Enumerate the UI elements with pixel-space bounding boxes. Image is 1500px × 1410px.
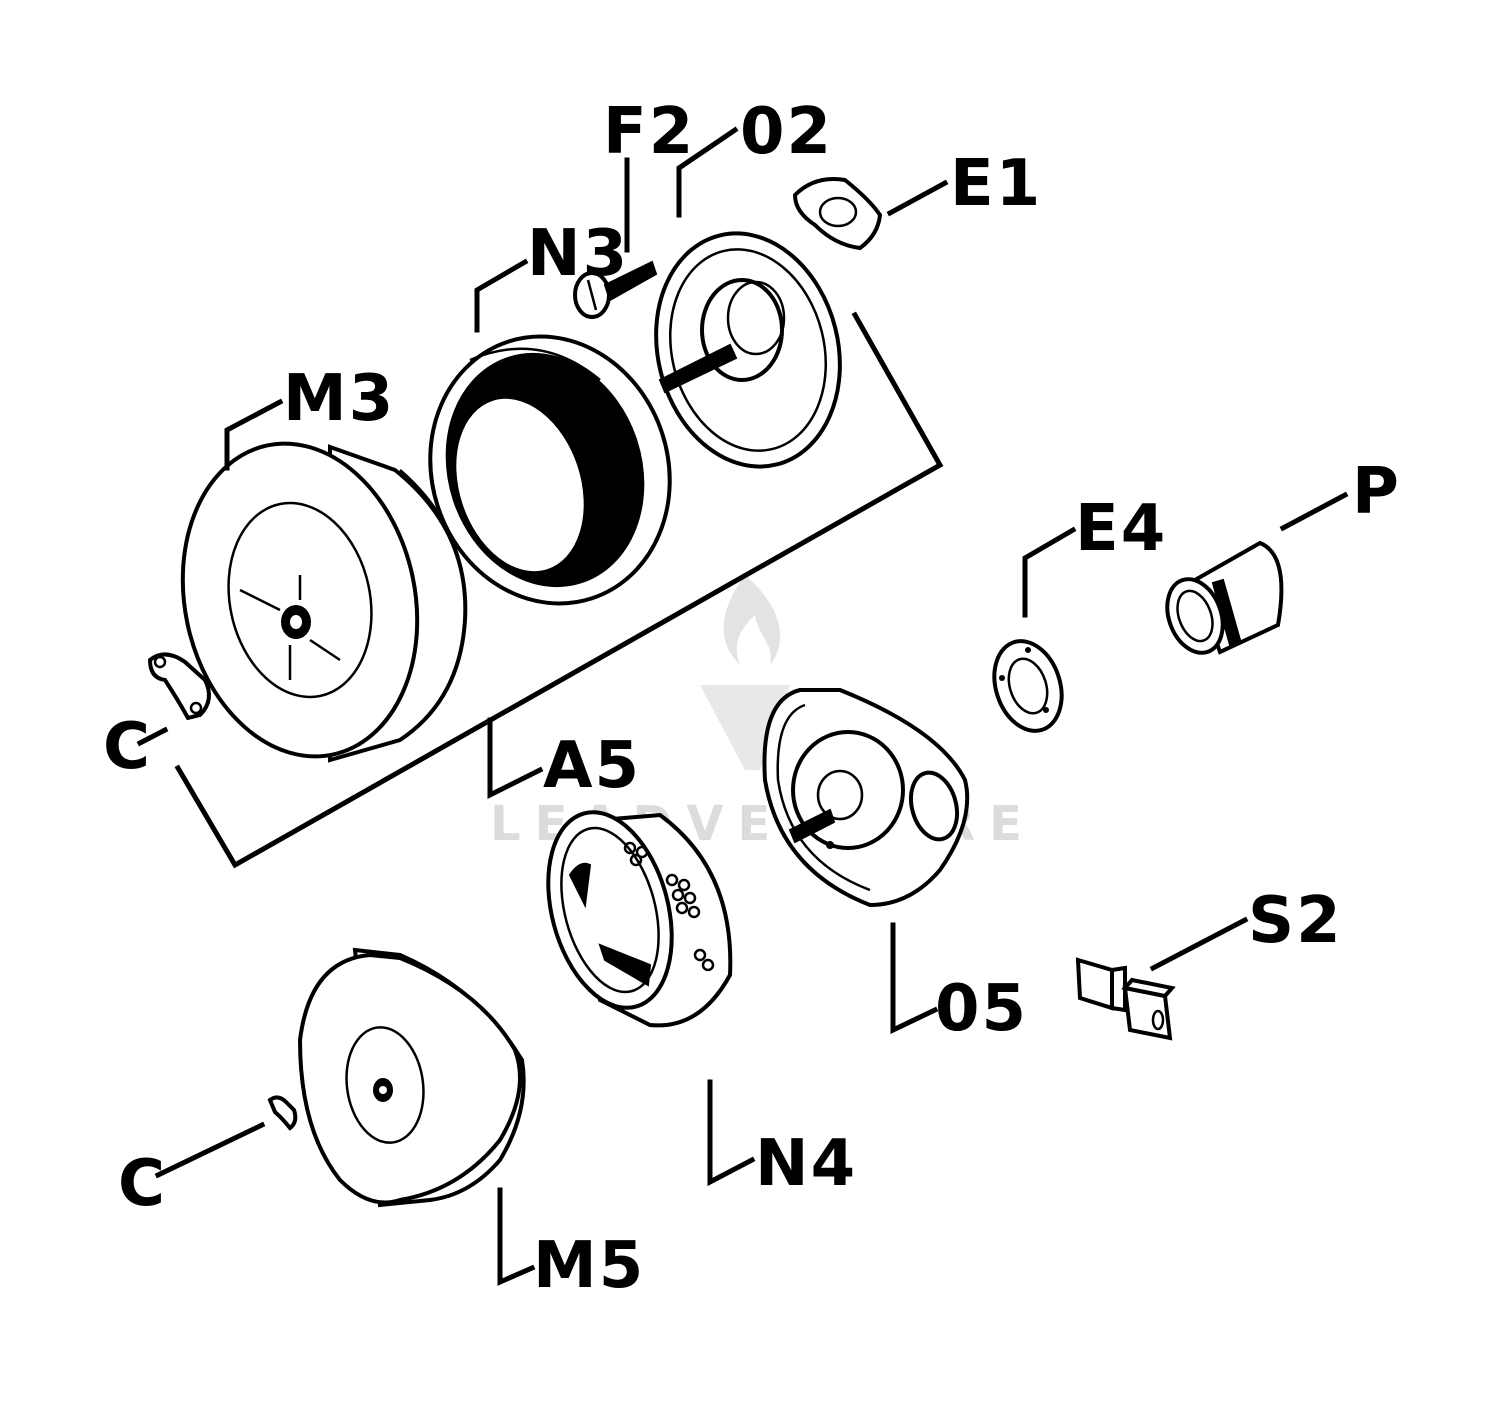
wing-nut-c-bottom [267,1095,298,1131]
label-o2: 02 [740,95,833,169]
leader-m3 [224,398,284,471]
bracket-a5 [174,311,944,869]
label-e1: E1 [950,147,1042,221]
label-e4: E4 [1075,492,1167,566]
label-n3: N3 [527,217,629,291]
label-m5: M5 [533,1229,645,1303]
leader-a5 [487,717,544,800]
label-n4: N4 [755,1127,857,1201]
wing-nut-c-top [147,652,211,721]
gasket-e4 [992,639,1064,733]
leader-m5 [497,1187,536,1286]
leader-s2 [1149,916,1249,972]
leader-n3 [474,258,529,333]
label-p: P [1352,455,1401,529]
base-plate-o2 [654,231,842,469]
clip-s2 [1075,957,1176,1041]
label-a5: A5 [543,729,641,803]
leader-e1 [886,179,949,217]
sleeve-p [1165,540,1284,655]
leader-o2 [676,126,739,218]
filter-element-n4 [546,810,733,1028]
leader-c-top [136,726,169,747]
base-plate-o5 [762,688,970,908]
leader-c-bottom [154,1121,266,1179]
cover-m5 [297,947,526,1208]
watermark-flame-icon [723,575,781,665]
gasket-e1 [792,177,883,251]
leader-e4 [1022,526,1077,618]
label-f2: F2 [603,95,695,169]
leader-o5 [890,922,939,1034]
mesh-dots [623,841,715,972]
part-labels: F2 02 E1 N3 M3 E4 P C A5 05 S2 N4 C M5 [103,95,1401,1303]
label-m3: M3 [283,362,395,436]
housing-m3 [180,441,468,763]
filter-element-n3 [428,334,672,606]
label-o5: 05 [935,972,1028,1046]
screw-f2 [573,260,658,319]
leader-lines [136,126,1349,1286]
label-c-bottom: C [118,1147,167,1221]
leader-n4 [707,1079,756,1187]
leader-p [1279,491,1349,532]
label-c-top: C [103,710,152,784]
label-s2: S2 [1248,884,1343,958]
